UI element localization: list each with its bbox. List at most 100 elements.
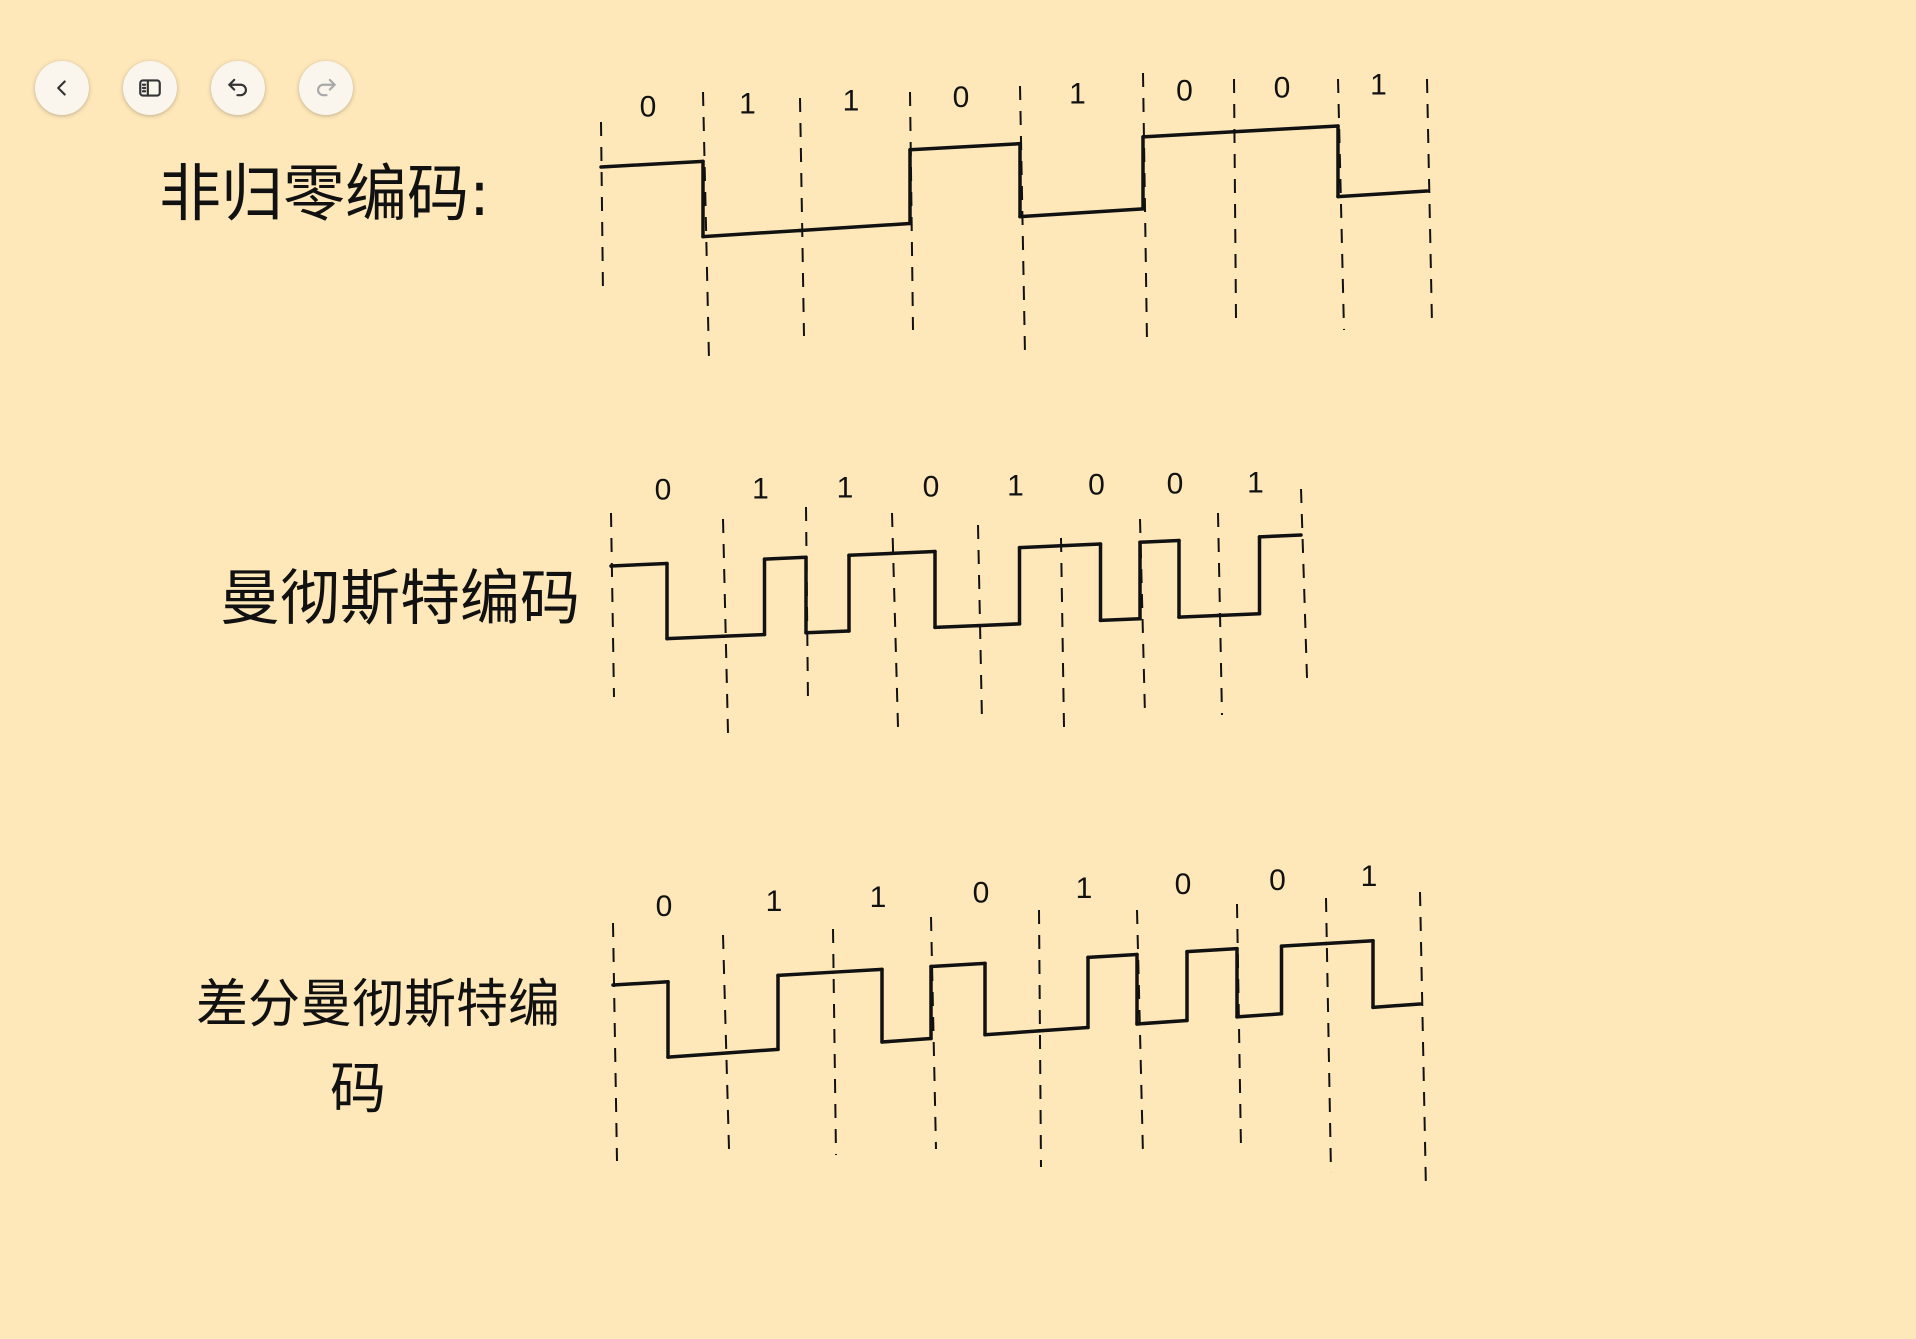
manchester-encoding-title: 曼彻斯特编码 [220, 564, 580, 634]
signal-low-segment [701, 228, 802, 239]
differential-manchester-encoding-title-continued: 码 [330, 1057, 386, 1122]
signal-low-segment [1018, 207, 1145, 219]
bit-boundary-line [805, 506, 809, 704]
signal-low-segment [1235, 1012, 1284, 1019]
bit-label: 1 [1076, 872, 1093, 905]
signal-high-segment [1257, 533, 1303, 539]
bit-label: 0 [973, 876, 990, 909]
bit-boundary-line [600, 121, 604, 294]
bit-label: 1 [752, 472, 769, 505]
bit-label: 0 [656, 890, 673, 923]
signal-low-segment [1216, 611, 1262, 618]
signal-high-segment [599, 159, 705, 169]
bit-boundary-line [610, 512, 615, 698]
signal-high-segment [609, 561, 669, 568]
undo-icon [225, 75, 251, 101]
nrz-encoding-waveform: 0 1 1 0 1 0 0 1 [599, 68, 1433, 361]
signal-low-segment [880, 1036, 933, 1044]
bit-label: 0 [1167, 467, 1184, 500]
signal-high-segment [776, 970, 835, 978]
bit-boundary-line [1300, 488, 1308, 679]
nrz-encoding-title: 非归零编码: [159, 157, 490, 230]
bit-label: 1 [837, 471, 854, 504]
bit-boundary-line [722, 934, 730, 1150]
bit-boundary-line [977, 524, 983, 722]
bit-boundary-line [1019, 85, 1026, 355]
signal-low-segment [798, 221, 912, 233]
redo-button[interactable] [299, 61, 353, 115]
bit-label: 1 [766, 885, 783, 918]
bit-boundary-line [702, 91, 710, 361]
bit-boundary-line [1325, 897, 1332, 1174]
signal-high-segment [611, 980, 670, 987]
sidebar-toggle-button[interactable] [123, 61, 177, 115]
toolbar [0, 0, 400, 140]
bit-label: 0 [1088, 468, 1105, 501]
signal-low-segment [665, 634, 725, 641]
signal-low-segment [983, 1029, 1041, 1037]
signal-high-segment [1324, 938, 1375, 946]
signal-low-segment [1336, 189, 1429, 199]
bit-label: 0 [1175, 868, 1192, 901]
bit-label: 0 [1176, 74, 1193, 107]
bit-label: 1 [1069, 78, 1086, 111]
bit-label: 0 [1269, 864, 1286, 897]
sidebar-icon [137, 75, 163, 101]
bit-label: 1 [1007, 469, 1024, 502]
back-button[interactable] [35, 61, 89, 115]
signal-low-segment [976, 622, 1022, 628]
signal-high-segment [1279, 941, 1328, 948]
bit-label: 1 [843, 84, 860, 117]
bit-label: 0 [640, 91, 657, 124]
bit-boundary-line [799, 97, 805, 337]
signal-low-segment [721, 1047, 780, 1055]
signal-low-segment [721, 632, 767, 639]
bit-boundary-line [1426, 78, 1433, 325]
bit-boundary-line [1060, 537, 1065, 728]
bit-boundary-line [930, 916, 937, 1150]
redo-icon [313, 75, 339, 101]
signal-low-segment [1098, 617, 1142, 623]
signal-high-segment [908, 141, 1022, 152]
bit-boundary-line [612, 922, 618, 1162]
bit-boundary-line [722, 518, 729, 734]
signal-low-segment [804, 629, 851, 635]
signal-high-segment [929, 961, 987, 969]
bit-boundary-line [1142, 72, 1148, 343]
signal-high-segment [1141, 129, 1236, 139]
bit-boundary-line [1236, 903, 1242, 1150]
undo-button[interactable] [211, 61, 265, 115]
chevron-left-icon [49, 75, 75, 101]
signal-high-segment [1232, 124, 1340, 134]
signal-high-segment [1086, 952, 1139, 960]
bit-boundary-line [832, 928, 837, 1156]
signal-high-segment [890, 549, 937, 556]
differential-manchester-encoding-title: 差分曼彻斯特编 [196, 975, 561, 1035]
bit-boundary-line [1038, 909, 1042, 1168]
signal-low-segment [666, 1051, 725, 1059]
signal-low-segment [1177, 613, 1220, 619]
bit-label: 1 [739, 88, 756, 121]
signal-low-segment [933, 623, 980, 630]
signal-high-segment [762, 555, 808, 561]
signal-low-segment [1135, 1018, 1189, 1026]
signal-high-segment [1185, 946, 1239, 954]
signal-low-segment [1037, 1025, 1090, 1033]
bit-label: 1 [870, 881, 887, 914]
signal-high-segment [831, 967, 884, 974]
bit-label: 1 [1370, 68, 1387, 101]
bit-label: 0 [923, 470, 940, 503]
bit-boundary-line [1419, 891, 1427, 1192]
signal-high-segment [1138, 538, 1181, 544]
signal-low-segment [1371, 1002, 1422, 1010]
signal-high-segment [847, 551, 894, 558]
bit-label: 0 [1274, 71, 1291, 104]
bit-boundary-line [1136, 909, 1144, 1156]
bit-label: 0 [953, 81, 970, 114]
signal-high-segment [1059, 542, 1103, 548]
signal-high-segment [1017, 544, 1063, 550]
